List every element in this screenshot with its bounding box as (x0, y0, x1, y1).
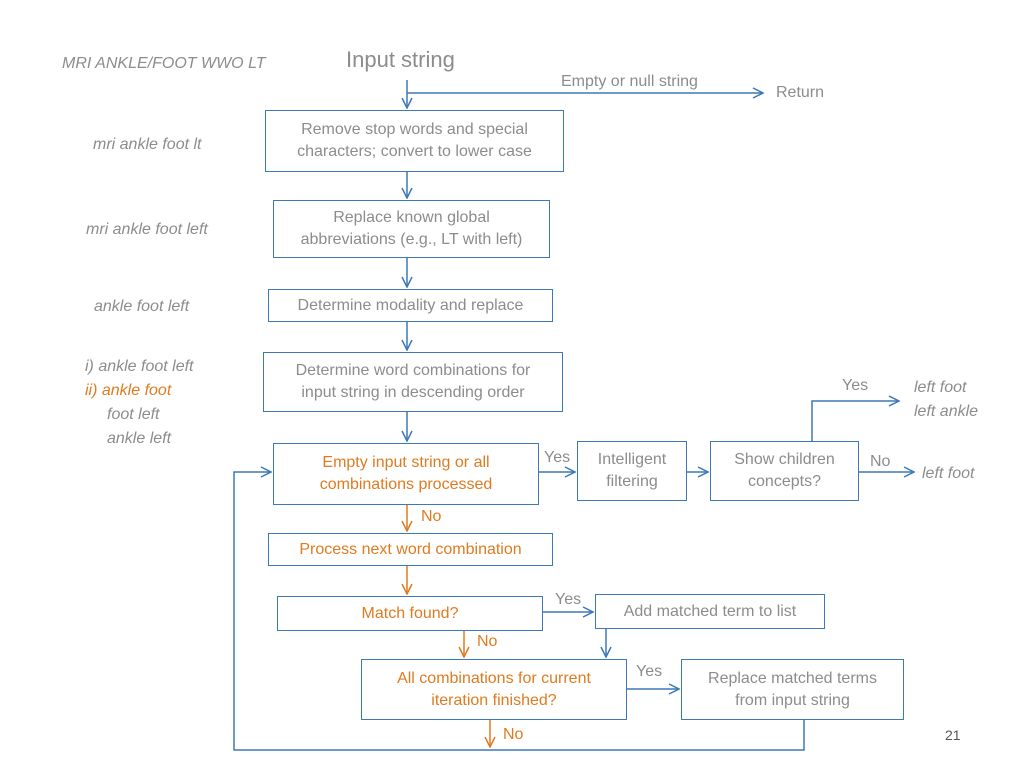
box-remove-stop-words: Remove stop words and special characters;… (265, 110, 564, 172)
box-replace-matched-terms-line1: Replace matched terms (708, 669, 877, 687)
box-show-children-concepts-line2: concepts? (748, 473, 821, 490)
output-yes-1: left foot (914, 379, 967, 396)
edge-label-no-empty: No (421, 508, 442, 525)
edge-label-return: Return (776, 84, 825, 101)
edge-label-no-match: No (477, 633, 498, 650)
box-determine-modality: Determine modality and replace (268, 289, 553, 322)
box-replace-abbreviations-line1: Replace known global (333, 209, 490, 226)
title-input-string: Input string (346, 47, 455, 72)
box-replace-matched-terms-line2: from input string (735, 691, 850, 709)
box-remove-stop-words-line2: characters; convert to lower case (297, 143, 532, 160)
box-word-combinations-line1: Determine word combinations for (295, 362, 531, 379)
example-combo-3: foot left (107, 406, 160, 423)
box-remove-stop-words-line1: Remove stop words and special (301, 121, 528, 138)
example-combo-1: i) ankle foot left (85, 358, 194, 375)
edge-label-no-children: No (870, 453, 891, 470)
box-replace-matched-terms: Replace matched terms from input string (681, 659, 904, 720)
example-step1: mri ankle foot lt (93, 136, 202, 153)
arrow-loop-back (233, 472, 805, 751)
box-replace-abbreviations-line2: abbreviations (e.g., LT with left) (300, 231, 523, 248)
output-yes-2: left ankle (914, 403, 979, 420)
page-number: 21 (945, 727, 961, 743)
box-process-next-combination-line1: Process next word combination (299, 540, 522, 558)
example-step3: ankle foot left (94, 298, 190, 315)
box-show-children-concepts: Show children concepts? (710, 441, 859, 501)
box-empty-input-check-line2: combinations processed (319, 476, 493, 493)
arrow-children-yes (811, 401, 899, 441)
edge-label-yes-children: Yes (842, 377, 869, 394)
box-replace-abbreviations: Replace known global abbreviations (e.g.,… (273, 200, 550, 258)
example-step2: mri ankle foot left (86, 221, 208, 238)
box-word-combinations-line2: input string in descending order (301, 384, 525, 401)
example-combo-4: ankle left (107, 430, 172, 447)
edge-label-empty-null: Empty or null string (561, 73, 698, 90)
box-match-found: Match found? (277, 596, 543, 631)
box-determine-modality-line1: Determine modality and replace (297, 296, 524, 314)
box-process-next-combination: Process next word combination (268, 533, 553, 566)
box-all-combinations-finished-line2: iteration finished? (431, 691, 557, 709)
edge-label-yes-all: Yes (636, 663, 663, 680)
box-intelligent-filtering: Intelligent filtering (577, 441, 687, 501)
edge-label-no-all: No (503, 726, 524, 743)
box-word-combinations: Determine word combinations for input str… (263, 352, 563, 412)
box-empty-input-check: Empty input string or all combinations pr… (273, 443, 539, 505)
box-all-combinations-finished: All combinations for current iteration fi… (361, 659, 627, 720)
box-intelligent-filtering-line2: filtering (606, 473, 658, 490)
output-no: left foot (922, 465, 975, 482)
box-add-matched-term-line1: Add matched term to list (623, 602, 797, 620)
box-empty-input-check-line1: Empty input string or all (322, 454, 490, 471)
box-match-found-line1: Match found? (361, 604, 459, 622)
box-all-combinations-finished-line1: All combinations for current (397, 669, 591, 687)
example-raw: MRI ANKLE/FOOT WWO LT (62, 55, 266, 72)
box-add-matched-term: Add matched term to list (595, 594, 825, 629)
edge-label-yes-match: Yes (555, 591, 582, 608)
edge-label-yes-empty: Yes (544, 449, 571, 466)
box-intelligent-filtering-line1: Intelligent (597, 451, 667, 468)
box-show-children-concepts-line1: Show children (734, 451, 835, 468)
example-combo-2: ii) ankle foot (85, 382, 172, 399)
